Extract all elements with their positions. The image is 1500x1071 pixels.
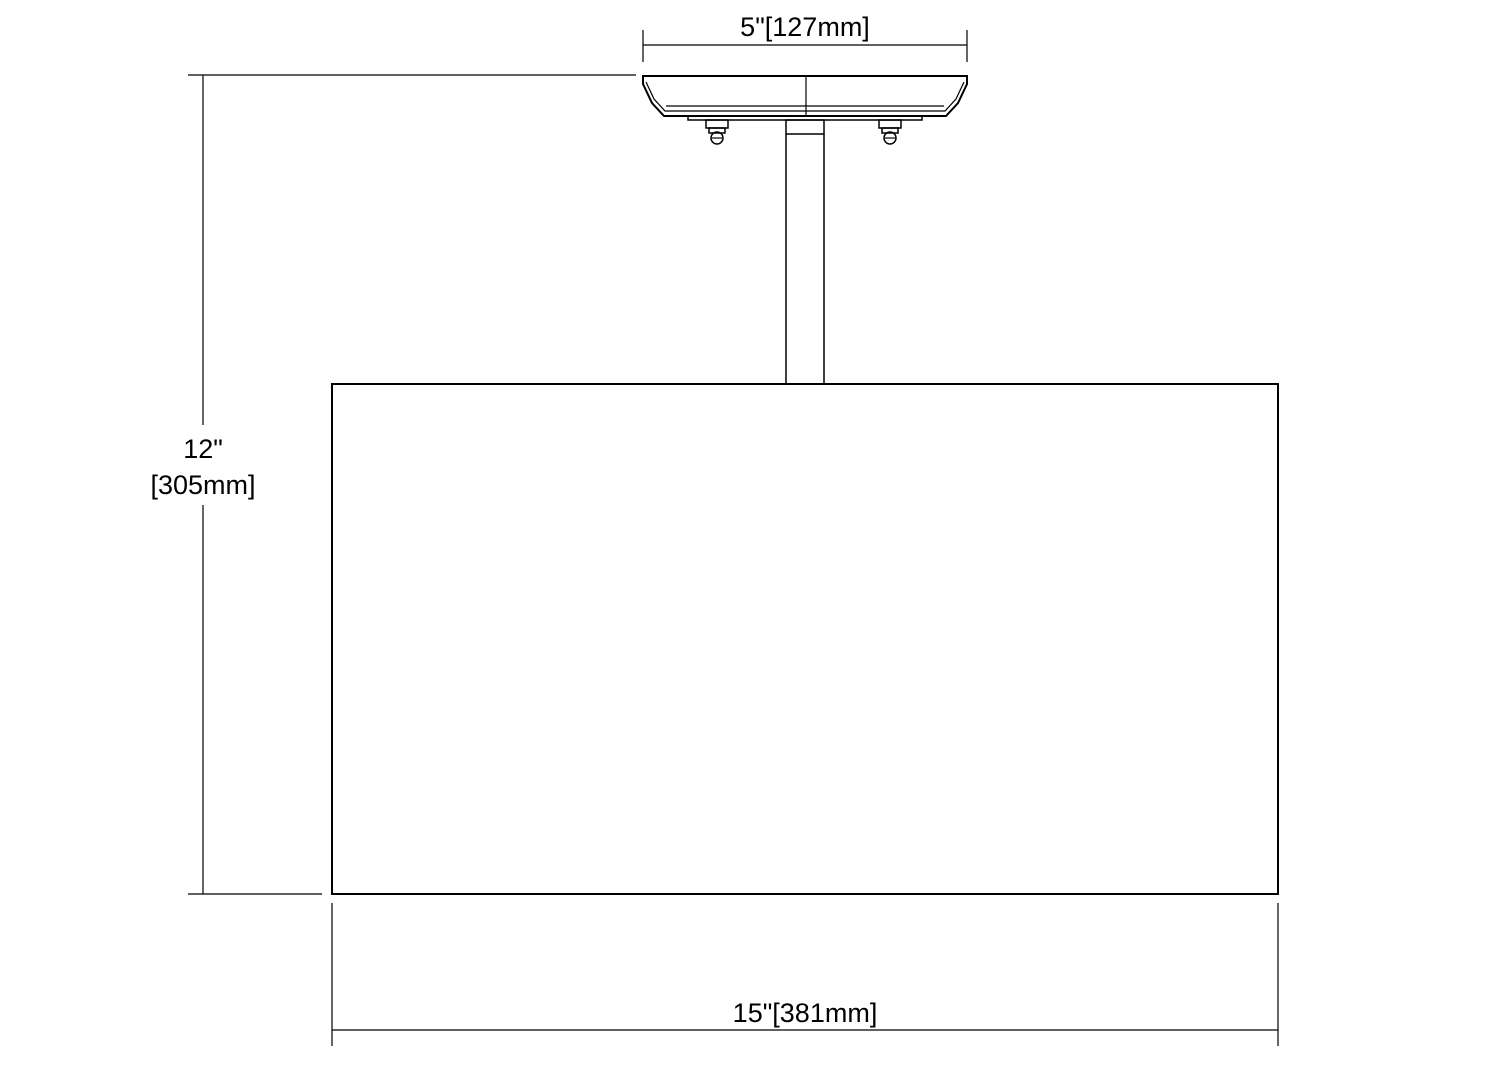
canopy-inner-curve [645, 81, 965, 112]
mounting-screw-right [878, 119, 902, 145]
drum-shade [331, 383, 1279, 895]
stem [785, 119, 825, 384]
canopy-width-dimension: 5"[127mm] [642, 12, 968, 62]
height-label-inches: 12" [183, 434, 223, 464]
canopy-outline [642, 75, 968, 117]
shade-width-dimension: 15"[381mm] [331, 903, 1279, 1046]
canopy [642, 75, 968, 121]
shade-width-label: 15"[381mm] [733, 998, 878, 1028]
height-dimension: 12" [305mm] [150, 74, 636, 895]
canopy-width-label: 5"[127mm] [740, 12, 870, 42]
mounting-screw-left [705, 119, 729, 145]
stem-collar [785, 119, 825, 135]
height-label-mm: [305mm] [150, 470, 255, 500]
